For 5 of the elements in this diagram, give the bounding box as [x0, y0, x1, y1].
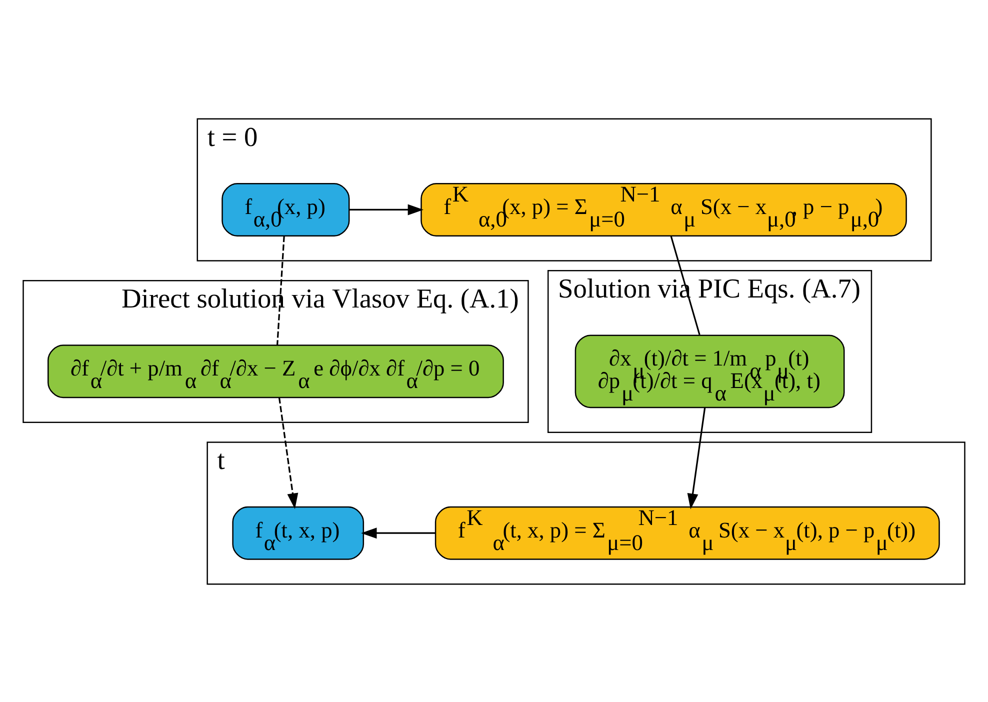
connector	[276, 235, 285, 344]
arrow	[687, 406, 706, 509]
arrow	[361, 527, 436, 538]
arrow	[278, 396, 298, 509]
arrow	[349, 204, 424, 215]
